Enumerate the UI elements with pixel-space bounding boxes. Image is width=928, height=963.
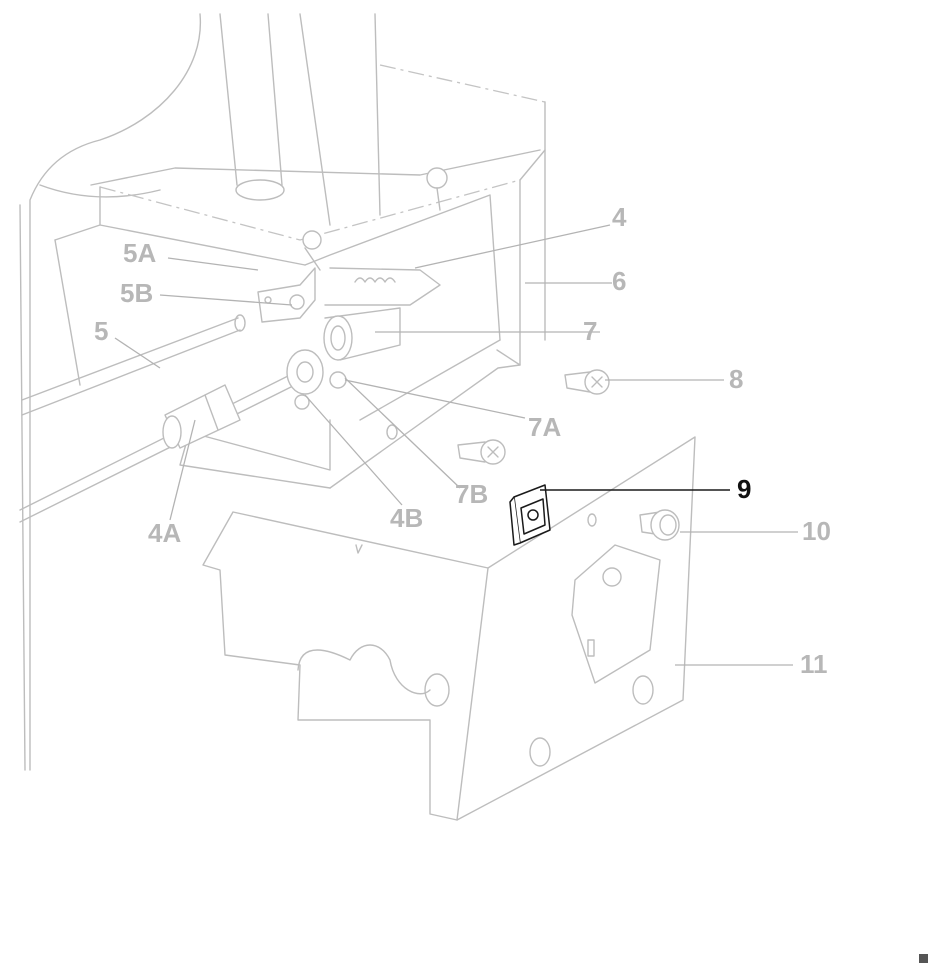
- burner-box: [54, 64, 546, 489]
- access-cover-panel: [202, 436, 696, 821]
- leader-7a: [344, 379, 526, 419]
- left-housing: [19, 13, 202, 771]
- loose-screw: [457, 439, 506, 465]
- callout-11: 11: [800, 649, 828, 679]
- callout-7: 7: [583, 316, 597, 346]
- clip-part-9: [509, 484, 551, 546]
- leader-7b: [344, 377, 461, 489]
- leader-4b: [304, 394, 403, 506]
- bracket-5a: [257, 267, 316, 323]
- callout-4: 4: [612, 202, 627, 232]
- box-screws: [302, 167, 448, 271]
- burner-tube: [323, 307, 401, 389]
- callout-5b: 5B: [120, 278, 153, 308]
- callout-10: 10: [802, 516, 831, 546]
- leader-5b: [159, 294, 293, 306]
- callout-6: 6: [612, 266, 626, 296]
- fitting-4a: [162, 384, 241, 449]
- box-hole: [386, 424, 398, 440]
- callout-9: 9: [737, 474, 751, 504]
- callout-7a: 7A: [528, 412, 561, 442]
- leader-4a: [169, 419, 196, 521]
- corner-mark: [919, 954, 928, 963]
- leader-5: [114, 337, 161, 369]
- pilot-assembly: [324, 267, 441, 306]
- gas-line: [19, 314, 306, 523]
- callout-4a: 4A: [148, 518, 181, 548]
- callout-8: 8: [729, 364, 743, 394]
- callout-5a: 5A: [123, 238, 156, 268]
- leader-5a: [167, 257, 259, 271]
- leader-lines: [114, 224, 798, 666]
- callout-labels: 4 5A 5B 5 6 7 7A 7B 4B 4A 8 9 10 11: [94, 202, 831, 679]
- callout-5: 5: [94, 316, 108, 346]
- screw-10: [639, 509, 680, 541]
- screw-8: [564, 369, 610, 395]
- vertical-tube: [219, 13, 381, 226]
- callout-7b: 7B: [455, 479, 488, 509]
- callout-4b: 4B: [390, 503, 423, 533]
- thermocouple-fitting: [286, 349, 324, 410]
- leader-4: [414, 224, 611, 269]
